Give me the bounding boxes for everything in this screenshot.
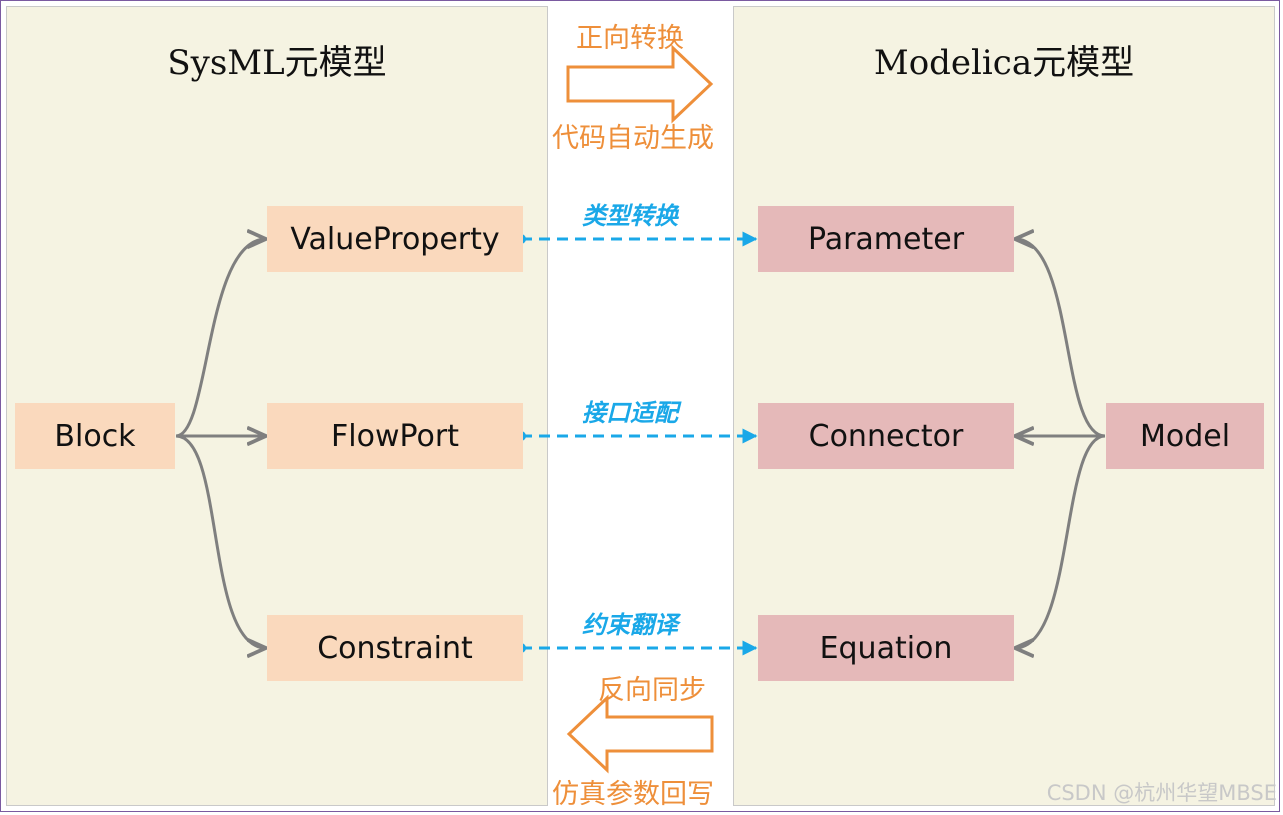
block-to-valueproperty-arrow [175,239,266,438]
block-node: Block [15,403,175,469]
mapping-label-3: 约束翻译 [582,610,678,639]
modelica-panel-title: Modelica元模型 [873,43,1135,83]
parameter-node: Parameter [758,206,1014,272]
watermark: CSDN @杭州华望MBSE [1046,781,1277,805]
flowport-node: FlowPort [267,403,523,469]
backward-top-label: 反向同步 [598,675,706,706]
equation-node: Equation [758,615,1014,681]
valueproperty-node: ValueProperty [267,206,523,272]
forward-bottom-label: 代码自动生成 [552,123,714,154]
backward-arrow [566,694,714,774]
block-to-constraint-arrow [175,434,266,648]
forward-arrow [566,44,714,124]
model-node: Model [1106,403,1264,469]
sysml-panel-title: SysML元模型 [167,43,387,83]
model-to-parameter-arrow [1015,239,1106,438]
constraint-node: Constraint [267,615,523,681]
model-to-equation-arrow [1015,434,1106,648]
forward-top-label: 正向转换 [576,23,684,54]
backward-bottom-label: 仿真参数回写 [552,779,714,810]
connector-node: Connector [758,403,1014,469]
mapping-label-2: 接口适配 [582,398,678,427]
mapping-label-1: 类型转换 [582,201,678,230]
